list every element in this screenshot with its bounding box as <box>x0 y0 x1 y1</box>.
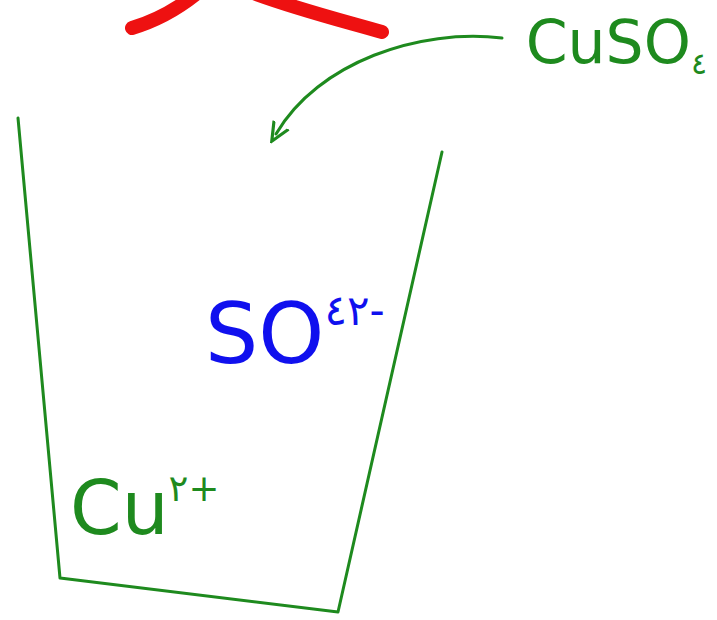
beaker: SO٤٢- Cu٢+ <box>15 112 450 617</box>
formula-symbol: SO <box>205 285 324 383</box>
red-stroke <box>256 0 382 32</box>
pour-arrow <box>276 36 502 134</box>
anion-formula: SO٤٢- <box>205 290 385 376</box>
formula-symbol: Cu <box>70 465 169 551</box>
formula-symbol: CuSO <box>526 7 691 77</box>
red-stroke <box>132 0 196 28</box>
formula-charge: ٤٢- <box>324 286 384 335</box>
formula-charge: ٢+ <box>169 467 220 510</box>
beaker-wall <box>18 118 442 612</box>
formula-subscript: ٤ <box>691 46 707 81</box>
compound-formula: CuSO٤ <box>526 12 707 79</box>
cation-formula: Cu٢+ <box>70 470 219 545</box>
